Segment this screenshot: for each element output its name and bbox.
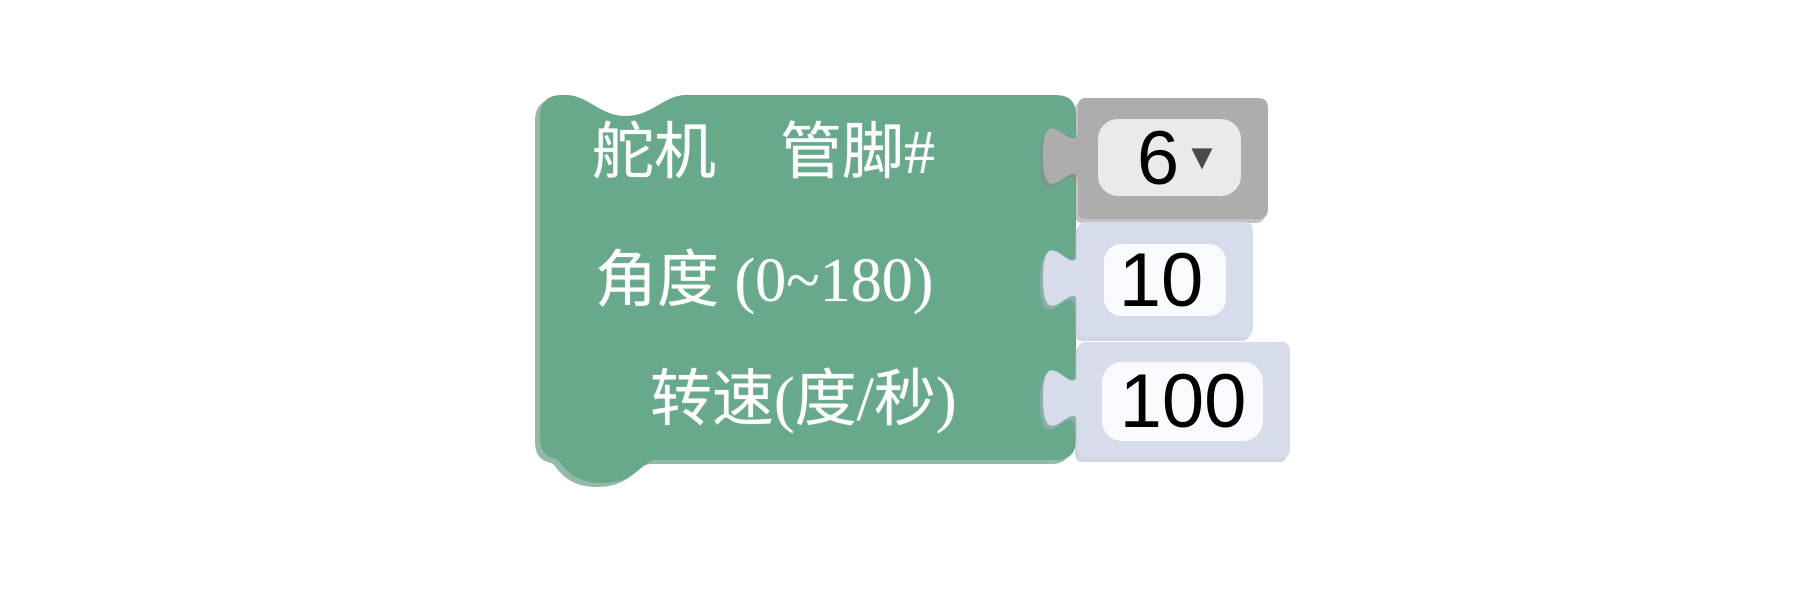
pin-label: 管脚# [780,119,936,187]
servo-label: 舵机 [592,119,717,187]
angle-value[interactable]: 10 [1118,238,1204,323]
speed-value[interactable]: 100 [1119,359,1247,444]
angle-label: 角度 (0~180) [595,247,934,315]
pin-dropdown-block[interactable] [1040,98,1268,223]
speed-label: 转速(度/秒) [650,366,957,434]
pin-dropdown-value[interactable]: 6 [1136,116,1180,201]
servo-block-body[interactable] [540,95,1076,483]
angle-value-block[interactable] [1040,222,1253,341]
dropdown-arrow-icon[interactable]: ▼ [1184,136,1220,177]
speed-value-field[interactable] [1102,362,1263,441]
pin-dropdown-field[interactable] [1098,119,1241,196]
servo-block[interactable] [535,95,1076,487]
speed-value-block[interactable] [1040,342,1290,462]
angle-value-field[interactable] [1104,244,1226,316]
